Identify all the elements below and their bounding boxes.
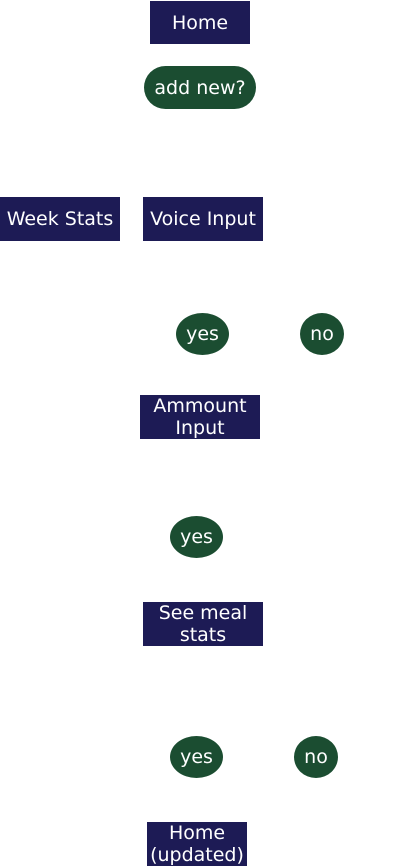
add-new-decision-node[interactable]: add new? bbox=[144, 66, 256, 109]
home-node[interactable]: Home bbox=[150, 1, 250, 44]
voice-input-node[interactable]: Voice Input bbox=[143, 197, 263, 241]
week-stats-node[interactable]: Week Stats bbox=[0, 197, 120, 241]
amount-input-node[interactable]: Ammount Input bbox=[140, 395, 260, 439]
yes-decision-node-1[interactable]: yes bbox=[176, 313, 229, 355]
see-meal-stats-node[interactable]: See meal stats bbox=[143, 602, 263, 646]
home-updated-node[interactable]: Home (updated) bbox=[147, 822, 247, 866]
yes-decision-node-2[interactable]: yes bbox=[170, 516, 223, 558]
yes-decision-node-3[interactable]: yes bbox=[170, 736, 223, 778]
no-decision-node-3[interactable]: no bbox=[294, 736, 338, 778]
no-decision-node-1[interactable]: no bbox=[300, 313, 344, 355]
